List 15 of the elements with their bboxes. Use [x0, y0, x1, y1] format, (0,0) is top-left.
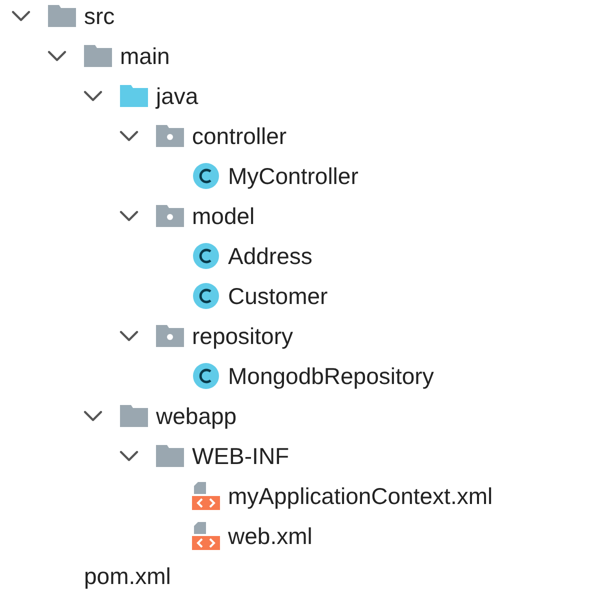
file-name: MyController — [228, 162, 358, 190]
file-name: Address — [228, 242, 312, 270]
file-name: MongodbRepository — [228, 362, 434, 390]
file-name: java — [156, 82, 198, 110]
file-name: Customer — [228, 282, 328, 310]
file-name: pom.xml — [84, 562, 171, 590]
file-name: web.xml — [228, 522, 312, 550]
file-name: src — [84, 2, 115, 30]
file-name: webapp — [156, 402, 237, 430]
file-name: WEB-INF — [192, 442, 290, 470]
file-name: main — [120, 42, 170, 70]
file-name: controller — [192, 122, 287, 150]
file-name: myApplicationContext.xml — [228, 482, 493, 510]
file-name: model — [192, 202, 255, 230]
file-name: repository — [192, 322, 293, 350]
